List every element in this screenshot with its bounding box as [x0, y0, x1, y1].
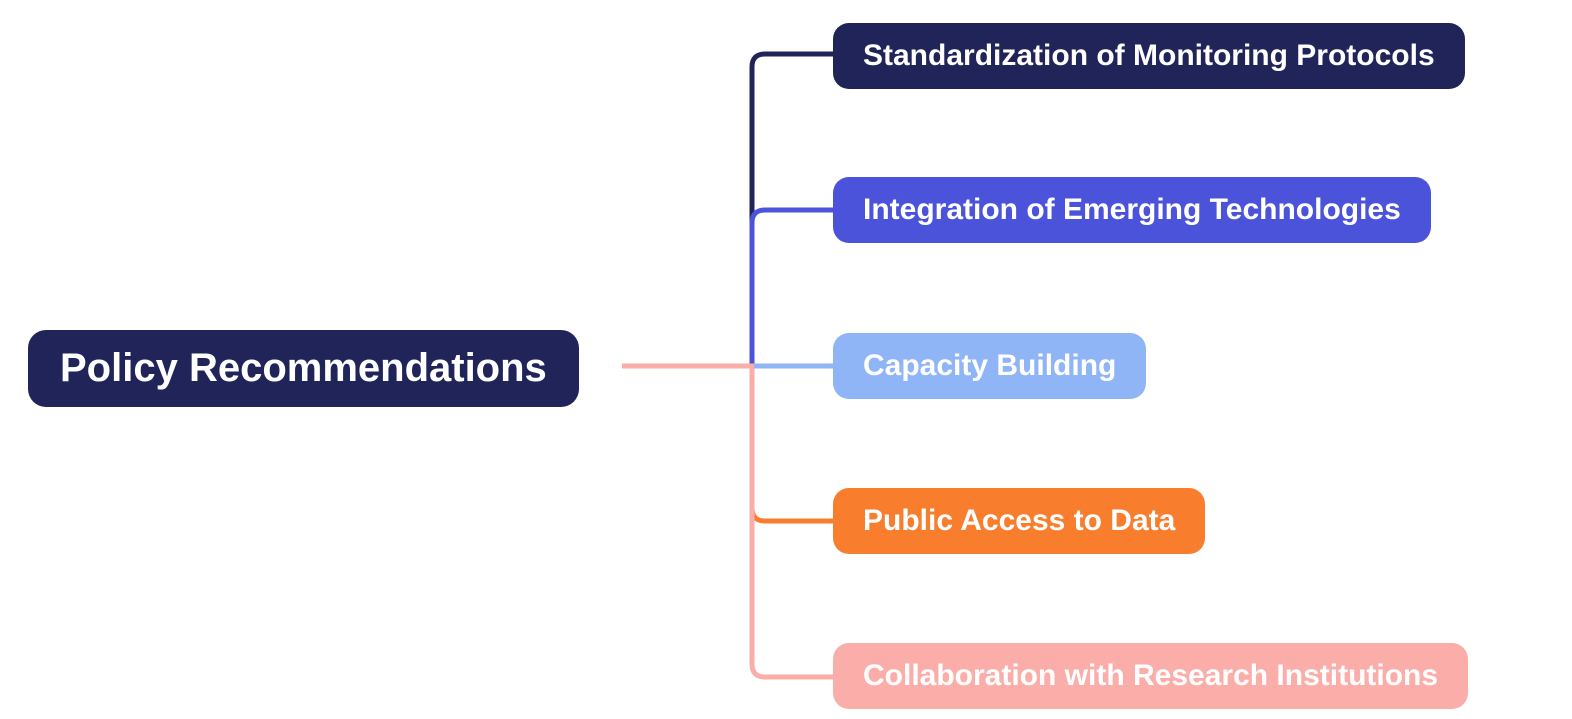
connector-branch-collaboration [749, 366, 834, 680]
node-standardization-label: Standardization of Monitoring Protocols [863, 39, 1435, 72]
node-public-access-label: Public Access to Data [863, 504, 1176, 537]
connector-branch-standardization [749, 51, 834, 366]
node-collaboration-label: Collaboration with Research Institutions [863, 659, 1439, 692]
node-standardization-of-monitoring-protocols[interactable]: Standardization of Monitoring Protocols [833, 23, 1465, 89]
connector-branch-integration [749, 207, 834, 366]
node-capacity-building[interactable]: Capacity Building [833, 333, 1147, 399]
node-collaboration-with-research-institutions[interactable]: Collaboration with Research Institutions [833, 643, 1469, 709]
connector-branch-public-access [749, 366, 834, 524]
node-policy-recommendations-label: Policy Recommendations [60, 346, 547, 390]
node-capacity-label: Capacity Building [863, 349, 1117, 382]
node-policy-recommendations[interactable]: Policy Recommendations [28, 330, 579, 407]
node-integration-of-emerging-technologies[interactable]: Integration of Emerging Technologies [833, 177, 1431, 243]
node-integration-label: Integration of Emerging Technologies [863, 193, 1401, 226]
node-public-access-to-data[interactable]: Public Access to Data [833, 488, 1206, 554]
